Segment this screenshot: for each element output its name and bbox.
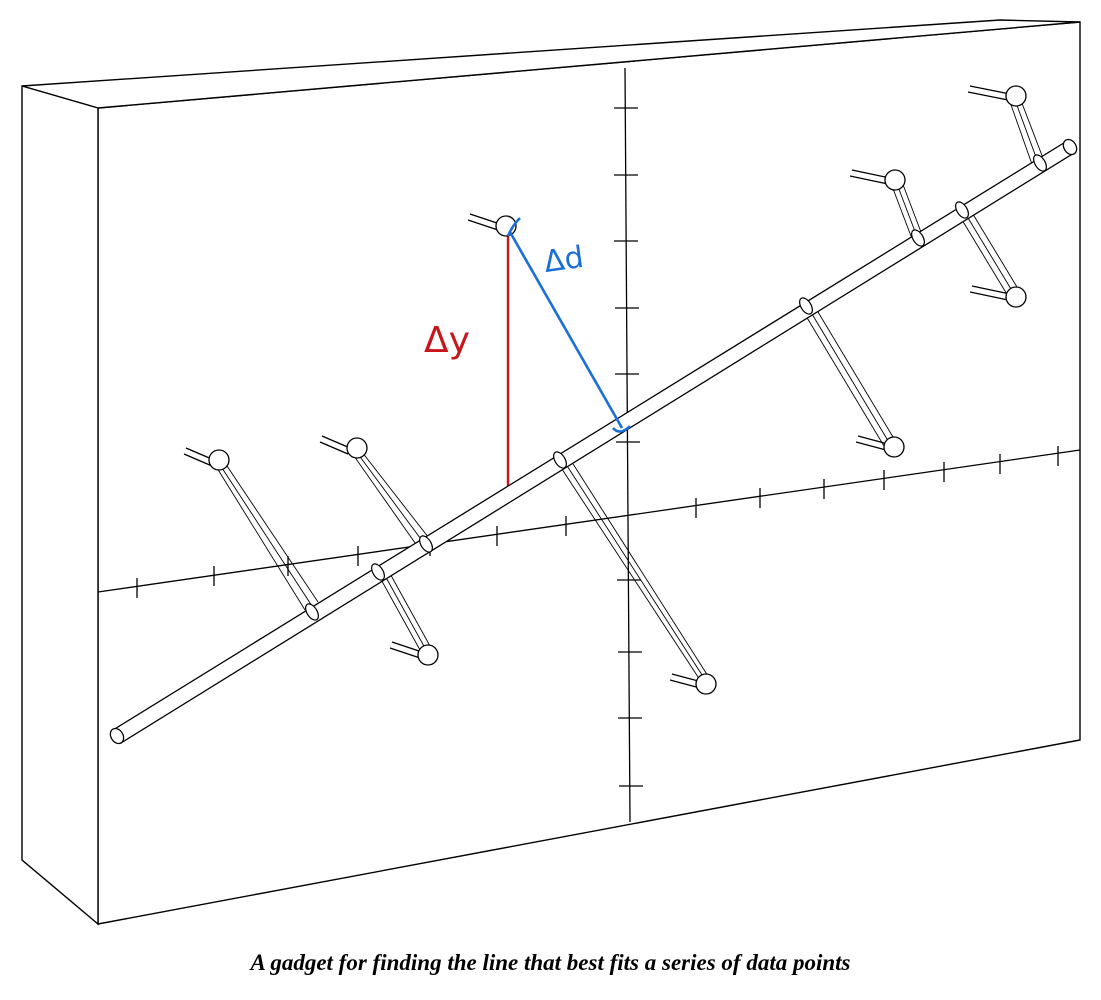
y-axis xyxy=(624,67,631,823)
peg-1 xyxy=(183,447,230,471)
data-pegs xyxy=(183,85,1027,695)
collar-2 xyxy=(371,563,385,581)
collar-8 xyxy=(1033,154,1047,172)
board-front-face xyxy=(97,21,1081,925)
collars xyxy=(305,154,1047,621)
rod-end-right xyxy=(1062,138,1078,156)
x-axis xyxy=(97,449,1081,593)
peg-8 xyxy=(969,285,1027,308)
collar-5 xyxy=(799,297,813,315)
peg-5 xyxy=(669,673,717,695)
collar-3 xyxy=(419,535,433,553)
delta-y-label: Δy xyxy=(424,320,470,361)
figure-caption: A gadget for finding the line that best … xyxy=(250,950,851,975)
peg-7 xyxy=(849,169,906,191)
gadget-diagram: Δy Δd xyxy=(21,19,1081,926)
delta-d-label: Δd xyxy=(542,240,586,280)
rod-end-left xyxy=(109,727,125,745)
peg-9 xyxy=(967,85,1027,107)
collar-7 xyxy=(955,201,969,219)
peg-6 xyxy=(855,435,905,458)
board-box xyxy=(21,19,1081,926)
y-axis-ticks xyxy=(614,107,643,787)
collar-6 xyxy=(911,229,925,247)
peg-3 xyxy=(389,641,439,666)
spring-3 xyxy=(377,569,431,651)
fit-rod xyxy=(109,138,1078,745)
peg-2 xyxy=(319,435,368,459)
collar-4 xyxy=(553,451,567,469)
spring-2 xyxy=(353,451,433,551)
spring-5 xyxy=(799,301,897,447)
collar-1 xyxy=(305,603,319,621)
spring-7 xyxy=(955,205,1021,297)
spring-1 xyxy=(216,465,319,611)
springs xyxy=(216,97,1047,681)
delta-d-marker xyxy=(506,217,631,433)
board-side-face xyxy=(21,85,99,926)
spring-4 xyxy=(555,455,709,681)
